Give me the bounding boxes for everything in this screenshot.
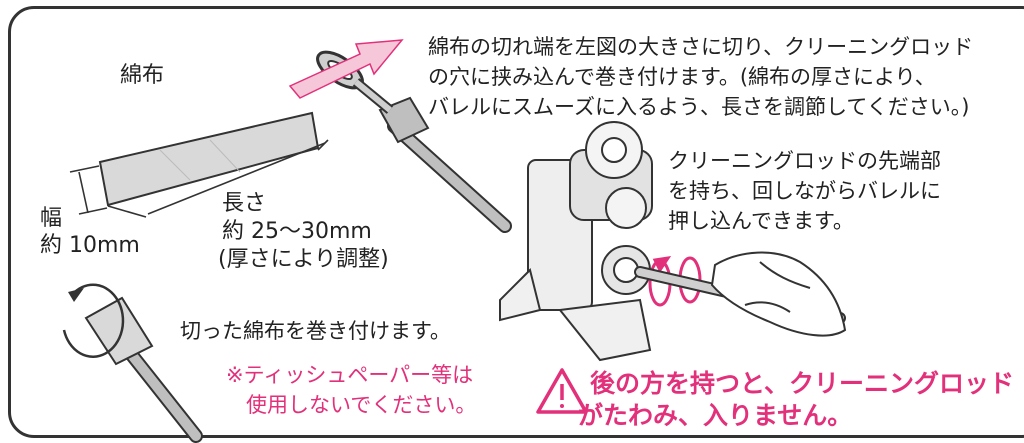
hand: [710, 251, 847, 337]
cut-instruction-line2: の穴に挟み込んで巻き付けます。(綿布の厚さにより、: [428, 65, 936, 89]
warning-line1: 後の方を持つと、クリーニングロッド: [590, 369, 1015, 398]
width-dimension-line: [69, 165, 108, 215]
length-dimension-line: [107, 139, 329, 218]
length-value: 約 25〜30mm: [222, 219, 372, 244]
cut-instruction-line3: バレルにスムーズに入るよう、長さを調節してください。): [428, 95, 970, 119]
tip-instruction-line1: クリーニングロッドの先端部: [668, 149, 941, 173]
insert-arrow: [288, 39, 404, 99]
cotton-cloth-strip: [98, 111, 320, 207]
cut-instruction-line1: 綿布の切れ端を左図の大きさに切り、クリーニングロッド: [428, 35, 974, 59]
tip-instruction-line2: を持ち、回しながらバレルに: [668, 179, 941, 203]
warning-line2: がたわみ、入りません。: [578, 401, 853, 430]
warning-icon: [536, 368, 588, 414]
width-value: 約 10mm: [40, 233, 140, 258]
caution-line2: 使用しないでください。: [246, 393, 477, 417]
wrapped-rod: [62, 283, 203, 443]
cloth-label: 綿布: [120, 63, 165, 88]
instruction-panel: [8, 6, 1024, 438]
caution-line1: ※ティッシュペーパー等は: [226, 363, 474, 387]
width-label: 幅: [40, 206, 63, 231]
wrap-instruction: 切った綿布を巻き付けます。: [180, 319, 451, 343]
gun-muzzle: [499, 121, 653, 362]
length-label: 長さ: [222, 191, 267, 216]
length-note: (厚さにより調整): [218, 247, 389, 272]
tip-instruction-line3: 押し込んできます。: [668, 209, 854, 233]
